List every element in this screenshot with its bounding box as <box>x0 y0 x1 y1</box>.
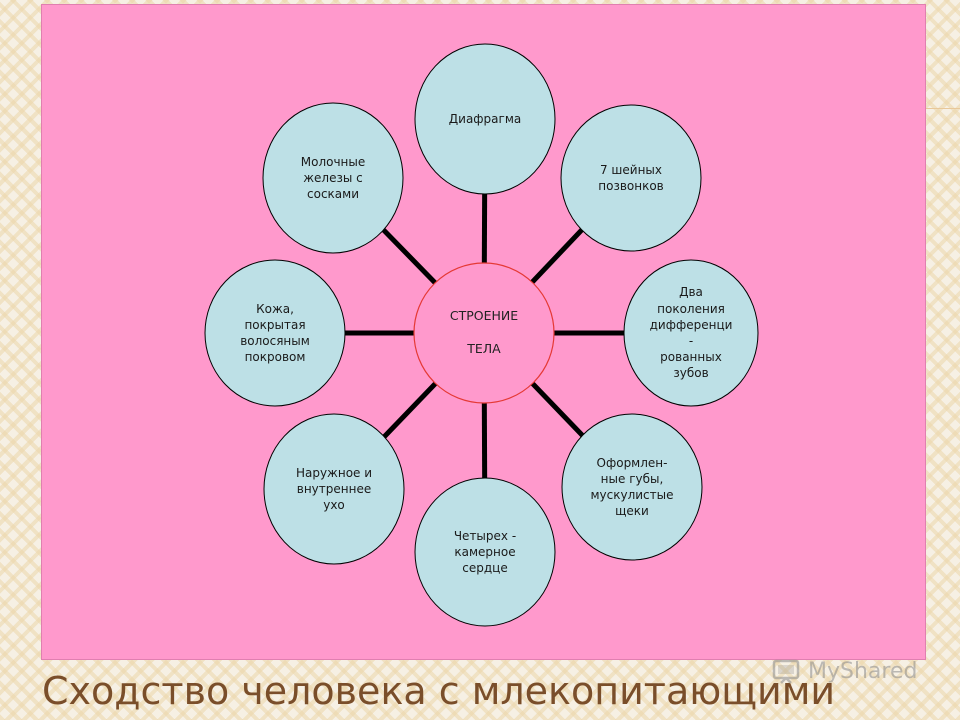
node-label-ear: Наружное и внутреннее ухо <box>295 465 373 513</box>
bubbles <box>204 43 759 627</box>
bubble-mammary-glands <box>262 102 404 254</box>
node-label-cervical-vertebrae: 7 шейных позвонков <box>598 162 664 193</box>
node-label-mammary-glands: Молочные железы с сосками <box>300 154 366 202</box>
slide-title: Сходство человека с млекопитающими <box>42 669 836 713</box>
bubble-lips-cheeks <box>561 413 703 561</box>
decorative-line <box>926 108 960 109</box>
node-label-diaphragm: Диафрагма <box>448 111 522 126</box>
bubble-skin <box>204 259 346 407</box>
center-label: СТРОЕНИЕ ТЕЛА <box>449 307 519 357</box>
bubble-diaphragm <box>414 43 556 195</box>
node-label-teeth: Два поколения дифференци - рованных зубо… <box>649 285 733 381</box>
bubble-cervical-vertebrae <box>560 104 702 252</box>
node-label-skin: Кожа, покрытая волосяным покровом <box>240 301 310 365</box>
node-label-lips-cheeks: Оформлен- ные губы, мускулистые щеки <box>590 455 674 519</box>
bubble-heart <box>414 477 556 627</box>
center-bubble <box>413 262 555 404</box>
watermark: MyShared <box>772 654 917 688</box>
node-label-heart: Четырех - камерное сердце <box>453 528 517 576</box>
slideshow-icon <box>772 659 800 684</box>
watermark-text: MyShared <box>808 658 918 684</box>
bubble-teeth <box>623 259 759 407</box>
bubble-ear <box>263 413 405 565</box>
